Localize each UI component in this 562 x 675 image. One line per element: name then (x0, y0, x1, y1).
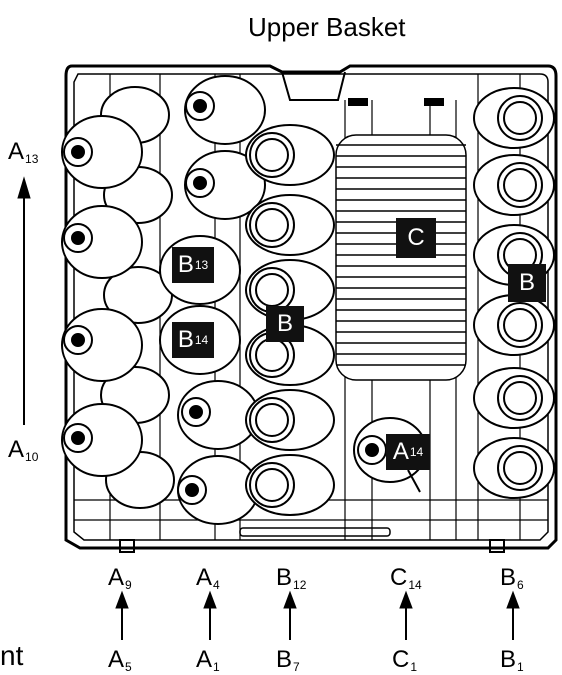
label-a4: A4 (196, 564, 220, 592)
badge-letter: B (177, 251, 194, 278)
label-sub: 5 (125, 660, 132, 674)
label-b1: B1 (500, 646, 524, 674)
label-sub: 6 (517, 578, 524, 592)
label-b12: B12 (276, 564, 307, 592)
badge-b-middle: B (266, 306, 304, 342)
label-sub: 1 (517, 660, 524, 674)
glasses-column-middle (245, 124, 335, 516)
badge-sub: 14 (409, 445, 424, 459)
label-letter: A (196, 646, 213, 673)
label-a13: A13 (8, 138, 39, 166)
badge-letter: B (276, 310, 293, 337)
label-letter: B (276, 564, 293, 591)
basket-frame (64, 64, 558, 550)
cups-column-mid-left (159, 75, 266, 525)
label-a9: A9 (108, 564, 132, 592)
label-b6: B6 (500, 564, 524, 592)
basket-foot-left (119, 539, 135, 553)
label-sub: 13 (25, 152, 39, 166)
label-letter: A (108, 646, 125, 673)
label-sub: 10 (25, 450, 39, 464)
label-letter: B (500, 646, 517, 673)
badge-b-right: B (508, 264, 546, 302)
label-letter: C (390, 564, 408, 591)
label-letter: A (8, 436, 25, 463)
label-letter: A (196, 564, 213, 591)
label-sub: 1 (410, 660, 418, 674)
left-direction-arrow (17, 176, 31, 425)
cutoff-text: nt (0, 640, 24, 671)
basket-bottom-bar (239, 527, 391, 537)
badge-letter: C (407, 224, 425, 251)
badge-sub: 13 (194, 258, 209, 272)
badge-c: C (396, 218, 436, 258)
basket-foot-right (489, 539, 505, 553)
label-sub: 7 (293, 660, 300, 674)
badge-letter: B (518, 269, 535, 296)
label-sub: 1 (213, 660, 220, 674)
label-c14: C14 (390, 564, 422, 592)
label-a1: A1 (196, 646, 220, 674)
cups-column-far-left (61, 86, 175, 509)
label-letter: A (8, 138, 25, 165)
badge-sub: 14 (194, 333, 209, 347)
label-sub: 14 (408, 578, 422, 592)
basket-inner-frame (73, 73, 549, 541)
badge-letter: A (392, 438, 409, 465)
rack-clips (348, 98, 444, 106)
label-sub: 12 (293, 578, 307, 592)
label-letter: B (500, 564, 517, 591)
label-a5: A5 (108, 646, 132, 674)
label-sub: 4 (213, 578, 220, 592)
label-a10: A10 (8, 436, 39, 464)
label-b7: B7 (276, 646, 300, 674)
label-letter: B (276, 646, 293, 673)
label-sub: 9 (125, 578, 132, 592)
label-letter: C (392, 646, 410, 673)
bottom-arrows (115, 590, 520, 640)
diagram-title: Upper Basket (248, 12, 406, 42)
badge-letter: B (177, 326, 194, 353)
basket-handle (281, 71, 346, 101)
label-letter: A (108, 564, 125, 591)
label-c1: C1 (392, 646, 418, 674)
